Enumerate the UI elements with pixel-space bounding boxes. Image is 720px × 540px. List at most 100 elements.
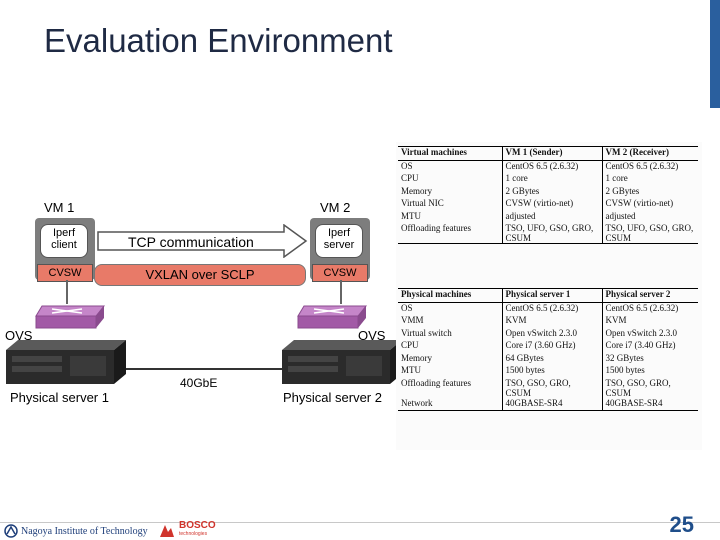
table-cell: adjusted <box>502 210 603 223</box>
ovs-left-label: OVS <box>5 328 33 343</box>
server-left-icon <box>6 340 126 384</box>
table-cell: KVM <box>605 315 627 325</box>
table-header: Physical machines <box>398 288 503 303</box>
table-header: Virtual machines <box>398 146 503 161</box>
table-cell: 1500 bytes <box>502 365 603 378</box>
iperf-server-box: Iperf server <box>315 224 363 258</box>
vxlan-tunnel: VXLAN over SCLP <box>94 264 306 286</box>
cvsw-right-label: CVSW <box>323 267 357 279</box>
iperf-server-label: Iperf server <box>323 227 355 251</box>
table-cell: CentOS 6.5 (2.6.32) <box>605 160 679 171</box>
bosco-emblem-icon <box>160 525 174 537</box>
nitech-logo-text: Nagoya Institute of Technology <box>21 525 148 537</box>
switch-left-icon <box>35 305 106 329</box>
network-diagram: VM 1 VM 2 Iperf client CVSW Iperf server… <box>0 190 402 420</box>
table-cell: MTU <box>398 365 503 378</box>
nitech-logo: Nagoya Institute of Technology <box>4 523 148 539</box>
table-cell: Virtual NIC <box>398 198 503 211</box>
table-cell: CentOS 6.5 (2.6.32) <box>502 302 603 315</box>
nitech-emblem-icon <box>4 524 18 538</box>
bosco-logo: BOSCO technologies <box>158 521 216 539</box>
bosco-logo-subtext: technologies <box>179 531 208 537</box>
connector-right <box>340 280 342 304</box>
table-cell: CentOS 6.5 (2.6.32) <box>502 160 603 173</box>
switch-right-icon <box>297 305 368 329</box>
table-cell: Core i7 (3.60 GHz) <box>502 340 603 353</box>
vxlan-label: VXLAN over SCLP <box>145 267 255 282</box>
footer-divider <box>0 522 720 523</box>
table-cell: CVSW (virtio-net) <box>502 198 603 211</box>
table-cell: KVM <box>502 315 603 328</box>
link-label: 40GbE <box>180 376 218 390</box>
vm-spec-table: Virtual machines VM 1 (Sender) VM 2 (Rec… <box>398 146 698 244</box>
table-cell: 1 core <box>502 173 603 186</box>
table-header: Physical server 2 <box>602 288 698 303</box>
tcp-arrow <box>97 224 308 258</box>
table-cell: Open vSwitch 2.3.0 <box>605 327 678 338</box>
table-cell: Memory <box>398 352 503 365</box>
table-cell: 32 GBytes <box>605 352 644 363</box>
table-cell: TSO, GSO, GRO, CSUM <box>502 377 603 398</box>
accent-bar <box>710 0 720 108</box>
iperf-client-label: Iperf client <box>51 227 77 251</box>
pm-spec-table: Physical machines Physical server 1 Phys… <box>398 288 698 411</box>
table-cell: OS <box>398 160 503 173</box>
table-cell: CentOS 6.5 (2.6.32) <box>605 302 679 313</box>
table-cell: 64 GBytes <box>502 352 603 365</box>
slide-title: Evaluation Environment <box>44 22 393 59</box>
table-cell: TSO, UFO, GSO, GRO, CSUM <box>502 223 603 244</box>
cvsw-left-label: CVSW <box>48 267 82 279</box>
table-cell: TSO, UFO, GSO, GRO, CSUM <box>602 223 698 244</box>
vm2-label: VM 2 <box>320 200 351 215</box>
tcp-label: TCP communication <box>128 234 254 250</box>
network-link <box>126 368 282 370</box>
table-cell: 2 GBytes <box>502 185 603 198</box>
server-right-icon <box>282 340 402 384</box>
table-cell: Memory <box>398 185 503 198</box>
table-cell: Offloading features <box>398 377 503 398</box>
table-cell: 40GBASE-SR4 <box>502 397 603 411</box>
table-cell: 1 core <box>605 173 628 183</box>
ovs-right-label: OVS <box>358 328 386 343</box>
table-cell: Open vSwitch 2.3.0 <box>502 327 603 340</box>
table-cell: MTU <box>398 210 503 223</box>
table-cell: CPU <box>398 340 503 353</box>
table-cell: OS <box>398 302 503 315</box>
server1-label: Physical server 1 <box>10 390 109 405</box>
iperf-client-box: Iperf client <box>40 224 88 258</box>
table-cell: TSO, GSO, GRO, CSUM <box>605 377 671 398</box>
bosco-logo-text: BOSCO <box>179 520 216 531</box>
table-header-row: Virtual machines VM 1 (Sender) VM 2 (Rec… <box>398 146 698 161</box>
table-cell: 1500 bytes <box>605 365 645 375</box>
table-header-row: Physical machines Physical server 1 Phys… <box>398 288 698 303</box>
table-cell: CPU <box>398 173 503 186</box>
server2-label: Physical server 2 <box>283 390 382 405</box>
table-cell: Offloading features <box>398 223 503 244</box>
table-cell: Virtual switch <box>398 327 503 340</box>
spec-tables: Virtual machines VM 1 (Sender) VM 2 (Rec… <box>396 142 702 450</box>
page-number: 25 <box>669 512 694 537</box>
table-cell: Network <box>398 397 503 411</box>
table-cell: adjusted <box>605 210 636 221</box>
vm1-label: VM 1 <box>44 200 75 215</box>
connector-left <box>66 280 68 304</box>
table-cell: 2 GBytes <box>605 185 640 196</box>
table-cell: VMM <box>398 315 503 328</box>
table-header: Physical server 1 <box>502 288 603 303</box>
table-header: VM 1 (Sender) <box>502 146 603 161</box>
table-cell: Core i7 (3.40 GHz) <box>605 340 676 350</box>
